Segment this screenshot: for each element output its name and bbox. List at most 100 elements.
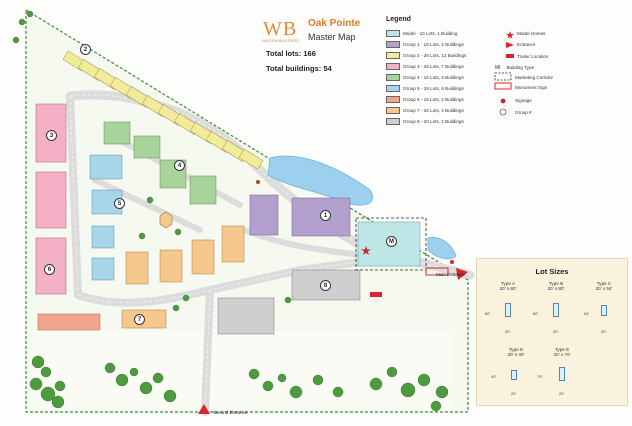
legend-group-label: Group 7 - 26 Lots, 4 Buildings <box>403 108 464 113</box>
legend-group-row: Group 4 - 16 Lots, 4 Buildings <box>386 73 464 82</box>
legend-symbol-drawings <box>494 31 514 116</box>
pond-small <box>427 237 457 260</box>
lot-type-c-label: Type C 20' x 54' <box>595 281 613 291</box>
legend-group-row: Group 6 - 16 Lots, 2 Buildings <box>386 95 464 104</box>
lot-type-e-shape <box>559 367 565 381</box>
second-entrance-label: Second Entrance <box>213 410 248 415</box>
lot-type-d-depth: 40' <box>491 374 497 379</box>
lot-type-e-width: 20' <box>559 391 565 396</box>
legend-symbol-label: Signage <box>515 98 532 103</box>
legend-group-label: Group 8 - 20 Lots, 2 Buildings <box>403 119 464 124</box>
legend-color-swatch <box>386 30 400 37</box>
group-number-badge: 5 <box>114 198 125 209</box>
community-name: Oak Pointe <box>308 18 361 29</box>
group-number-badge: 1 <box>320 210 331 221</box>
marketing-corridor <box>355 217 427 271</box>
group-7-buildings <box>121 225 245 329</box>
legend-symbol-row: Model Homes <box>517 29 545 38</box>
legend-symbol-label: Marketing Corridor <box>515 75 554 80</box>
legend-group-label: Group 4 - 16 Lots, 4 Buildings <box>403 75 464 80</box>
legend-color-swatch <box>386 63 400 70</box>
group-number-badge: 6 <box>44 264 55 275</box>
group-number-badge: M <box>386 236 397 247</box>
signage-dot <box>450 260 454 264</box>
lot-type-a-depth: 80' <box>485 311 491 316</box>
group-2-buildings <box>62 50 264 170</box>
lot-type-e-label: Type E 20' x 70' <box>553 347 571 357</box>
road-centerlines <box>69 94 471 413</box>
group-number-badge: 4 <box>174 160 185 171</box>
group-number-badge: 2 <box>80 44 91 55</box>
brand-logo: WB <box>263 18 298 40</box>
lot-type-e-depth: 70' <box>537 374 543 379</box>
lot-sizes-title: Lot Sizes <box>535 267 569 276</box>
signage-dot <box>256 180 260 184</box>
legend-color-swatch <box>386 85 400 92</box>
legend-group-row: Group 2 - 26 Lots, 13 Buildings <box>386 51 466 60</box>
legend-symbol-row: Trailer Location <box>517 52 549 61</box>
legend-color-swatch <box>386 52 400 59</box>
legend-color-swatch <box>386 74 400 81</box>
brand-logo-subtext: WILSON BUILDERS <box>262 38 299 43</box>
lot-type-d-shape <box>511 370 517 380</box>
legend-symbol-label: Entrance <box>517 42 536 47</box>
group-number-badge: 3 <box>46 130 57 141</box>
tree-cluster <box>12 10 449 412</box>
trailer-location <box>370 292 382 297</box>
legend-title: Legend <box>386 16 411 23</box>
lot-type-d-width: 20' <box>511 391 517 396</box>
legend-group-label: Group 2 - 26 Lots, 13 Buildings <box>403 53 467 58</box>
lot-type-b-shape <box>553 303 559 317</box>
group-6-buildings <box>37 313 101 331</box>
group-number-badge: 7 <box>134 314 145 325</box>
legend-symbol-label: Building Type <box>506 65 535 70</box>
legend-group-label: Group 6 - 16 Lots, 2 Buildings <box>403 97 464 102</box>
lot-type-c-shape <box>601 305 607 316</box>
legend-group-row: Model - 10 Lots, 1 Building <box>386 29 457 38</box>
main-entrance-marker <box>456 268 468 280</box>
second-entrance-marker <box>198 404 210 414</box>
group-1-buildings <box>249 194 351 237</box>
pond <box>267 155 373 206</box>
legend-color-swatch <box>386 107 400 114</box>
lot-type-b-depth: 80' <box>533 311 539 316</box>
legend-group-row: Group 3 - 26 Lots, 7 Buildings <box>386 62 464 71</box>
lot-type-d-label: Type D 20' x 40' <box>507 347 525 357</box>
monument-sign <box>425 267 449 276</box>
legend-group-label: Model - 10 Lots, 1 Building <box>403 31 458 36</box>
lot-type-b-label: Type B 20' x 80' <box>547 281 565 291</box>
legend-group-label: Group 5 - 18 Lots, 6 Buildings <box>403 86 464 91</box>
main-entrance-label: Main Entrance <box>436 272 466 277</box>
legend-symbol-row: Monument Sign <box>515 83 547 92</box>
total-buildings-label: Total buildings: 54 <box>266 64 332 73</box>
legend-symbol-row: Entrance <box>517 40 535 49</box>
legend-symbol-label: Monument Sign <box>515 85 548 90</box>
map-title: Master Map <box>308 32 356 42</box>
model-home-star <box>361 246 371 255</box>
open-field <box>30 330 450 410</box>
lot-type-a-shape <box>505 303 511 317</box>
legend-symbol-label: Model Homes <box>517 31 546 36</box>
legend-color-swatch <box>386 118 400 125</box>
gazebo <box>159 211 173 229</box>
lot-type-c-depth: 54' <box>584 311 590 316</box>
legend-symbol-row: MI Building Type <box>495 63 534 72</box>
legend-group-row: Group 8 - 20 Lots, 2 Buildings <box>386 117 464 126</box>
group-4-buildings <box>103 121 217 205</box>
group-number-badge: 8 <box>320 280 331 291</box>
lot-type-c-width: 20' <box>601 329 607 334</box>
legend-group-row: Group 5 - 18 Lots, 6 Buildings <box>386 84 464 93</box>
total-lots-label: Total lots: 166 <box>266 49 316 58</box>
building-type-glyph: MI <box>495 64 501 71</box>
lot-type-a-width: 20' <box>505 329 511 334</box>
legend-symbol-label: Trailer Location <box>517 54 549 59</box>
legend-group-row: Group 1 - 16 Lots, 2 Buildings <box>386 40 464 49</box>
legend-symbol-label: Group # <box>515 110 532 115</box>
legend-group-label: Group 3 - 26 Lots, 7 Buildings <box>403 64 464 69</box>
lot-sizes-panel: Lot Sizes Type A 20' x 80' 80' 20' Type … <box>476 258 628 406</box>
legend-symbol-row: Signage <box>515 96 532 105</box>
legend-symbol-row: Group # <box>515 108 532 117</box>
legend-group-label: Group 1 - 16 Lots, 2 Buildings <box>403 42 464 47</box>
